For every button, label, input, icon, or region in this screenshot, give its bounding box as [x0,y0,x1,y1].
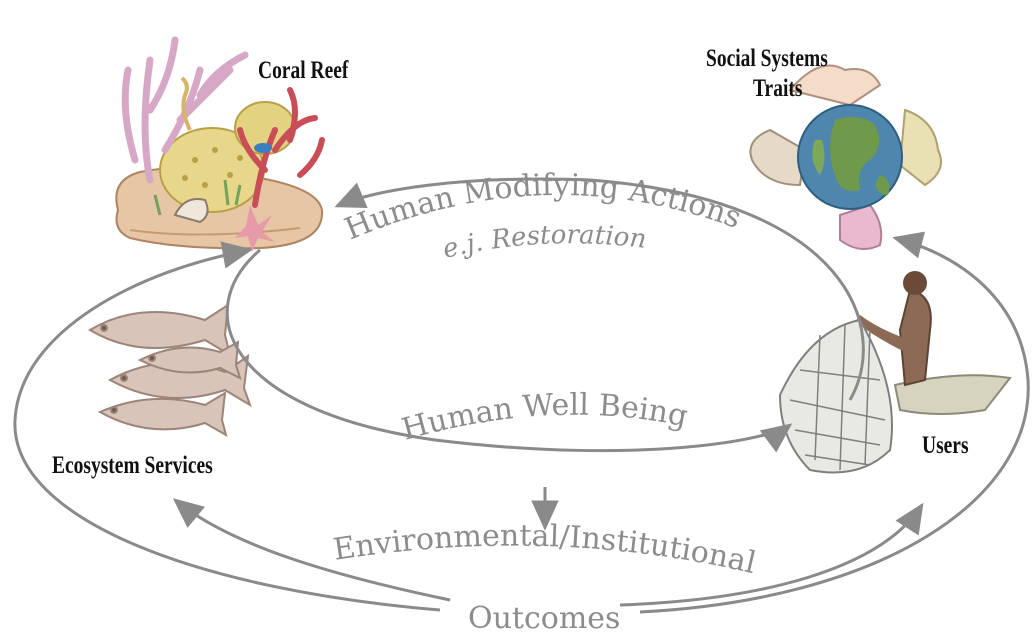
social-systems-label-line2: Traits [753,74,803,102]
outcomes-to-social-arrow [639,231,1030,614]
outcomes-line1-text: Environmental/Institutional [331,519,759,582]
fisherman-net-icon [778,271,1012,474]
coral-reef-label: Coral Reef [258,56,349,84]
ecosystem-services-label: Ecosystem Services [52,451,213,479]
modifying-actions-arrow [334,177,865,401]
restoration-example-text: e.j. Restoration [440,220,648,265]
well-being-arrow [225,248,793,453]
outcomes-to-reef-arrow [13,241,441,612]
users-label: Users [922,431,969,459]
social-systems-label-line1: Social Systems [706,44,828,72]
outcomes-to-services-arrow [172,498,451,602]
coral-reef-icon [115,36,325,252]
outcomes-line2-text: Outcomes [468,601,620,635]
earth-hands-icon [749,64,942,250]
human-well-being-text: Human Well Being [398,388,691,448]
fish-school-icon [88,303,252,438]
outcomes-to-users-arrow [619,502,924,607]
